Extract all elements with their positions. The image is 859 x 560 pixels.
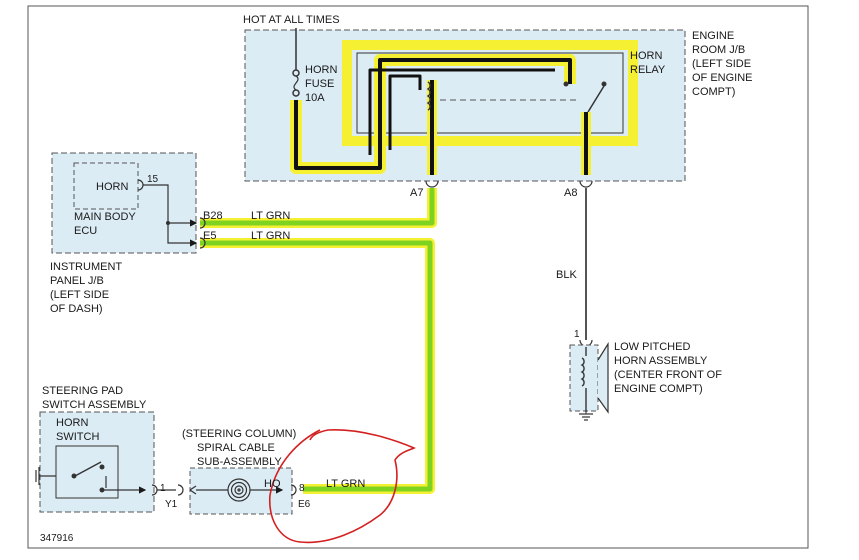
horn-switch-icon: [74, 461, 102, 477]
spiral-cable-label-2: SPIRAL CABLE: [197, 442, 275, 454]
horn-assembly-label-1: LOW PITCHED: [614, 341, 690, 353]
ecu-pin-label: 15: [147, 174, 159, 185]
y1-connector-label: Y1: [165, 499, 178, 510]
b28-connector-label: B28: [203, 210, 223, 222]
horn-speaker-icon: [597, 341, 609, 414]
steering-pad-label-1: STEERING PAD: [42, 385, 123, 397]
horn-fuse-rating: 10A: [305, 92, 325, 104]
a8-connector-label: A8: [564, 187, 577, 199]
horn-relay-box: [356, 52, 624, 134]
horn-pin-label: 1: [574, 329, 580, 340]
horn-switch-box: [55, 445, 119, 499]
figure-id-label: 347916: [40, 533, 74, 544]
steering-pad-label-2: SWITCH ASSEMBLY: [42, 399, 147, 411]
diagram-frame: [27, 5, 809, 549]
ground-icon: [579, 412, 593, 421]
e6-connector-label: E6: [298, 499, 311, 510]
a7-connector-label: A7: [410, 187, 423, 199]
spiral-cable-icon: [227, 478, 251, 502]
ecu-to-e5-wire: [167, 223, 198, 247]
horn-assembly-label-2: HORN ASSEMBLY: [614, 355, 708, 367]
spiral-cable-label-1: (STEERING COLUMN): [182, 428, 296, 440]
engine-room-jb-label-1: ENGINE: [692, 30, 734, 42]
pin-1-label: 1: [160, 483, 166, 494]
ip-jb-label-4: OF DASH): [50, 303, 103, 315]
engine-room-jb-label-2: ROOM J/B: [692, 44, 745, 56]
main-body-ecu-box: [73, 162, 139, 210]
fuse-to-relay-wire: [294, 58, 572, 170]
red-annotation-circle: [269, 429, 416, 544]
horn-relay-label-2: RELAY: [630, 64, 666, 76]
ip-jb-label-1: INSTRUMENT: [50, 261, 122, 273]
ip-jb-label-3: (LEFT SIDE: [50, 289, 109, 301]
relay-highlight: [342, 40, 638, 146]
switch-ground-icon: [35, 467, 56, 485]
engine-room-jb-label-3: (LEFT SIDE: [692, 58, 751, 70]
horn-assembly-label-4: ENGINE COMPT): [614, 383, 703, 395]
horn-assembly-label-3: (CENTER FRONT OF: [614, 369, 722, 381]
e5-connector-label: E5: [203, 230, 216, 242]
a8-connector-icon: [579, 180, 593, 188]
relay-switch-icon: [587, 85, 605, 113]
horn-coil-icon: [580, 357, 585, 387]
engine-room-jb-label-5: COMPT): [692, 86, 735, 98]
relay-coil-icon: [426, 81, 431, 111]
ecu-name-label-1: MAIN BODY: [74, 211, 136, 223]
a7-connector-icon: [425, 180, 439, 188]
spiral-ho-label: HO: [264, 478, 281, 490]
ip-jb-label-2: PANEL J/B: [50, 275, 104, 287]
ecu-to-b28-wire: [143, 184, 198, 227]
bottom-wire-color-label: LT GRN: [326, 478, 365, 490]
blk-wire-label: BLK: [556, 269, 577, 281]
horn-switch-label-1: HORN: [56, 417, 88, 429]
spiral-cable-box: [189, 467, 293, 515]
ecu-horn-label: HORN: [96, 181, 128, 193]
horn-fuse-label-2: FUSE: [305, 78, 334, 90]
hot-at-all-times-label: HOT AT ALL TIMES: [243, 14, 340, 26]
engine-room-jb-label-4: OF ENGINE: [692, 72, 753, 84]
pin-8-label: 8: [299, 483, 305, 494]
horn-switch-label-2: SWITCH: [56, 431, 99, 443]
horn-fuse-label-1: HORN: [305, 64, 337, 76]
e5-lt-grn-wire: [200, 240, 433, 492]
e5-wire-color-label: LT GRN: [251, 230, 290, 242]
b28-wire-color-label: LT GRN: [251, 210, 290, 222]
b28-lt-grn-wire: [200, 188, 435, 226]
spiral-cable-label-3: SUB-ASSEMBLY: [197, 456, 282, 468]
ecu-name-label-2: ECU: [74, 225, 97, 237]
horn-relay-label-1: HORN: [630, 50, 662, 62]
